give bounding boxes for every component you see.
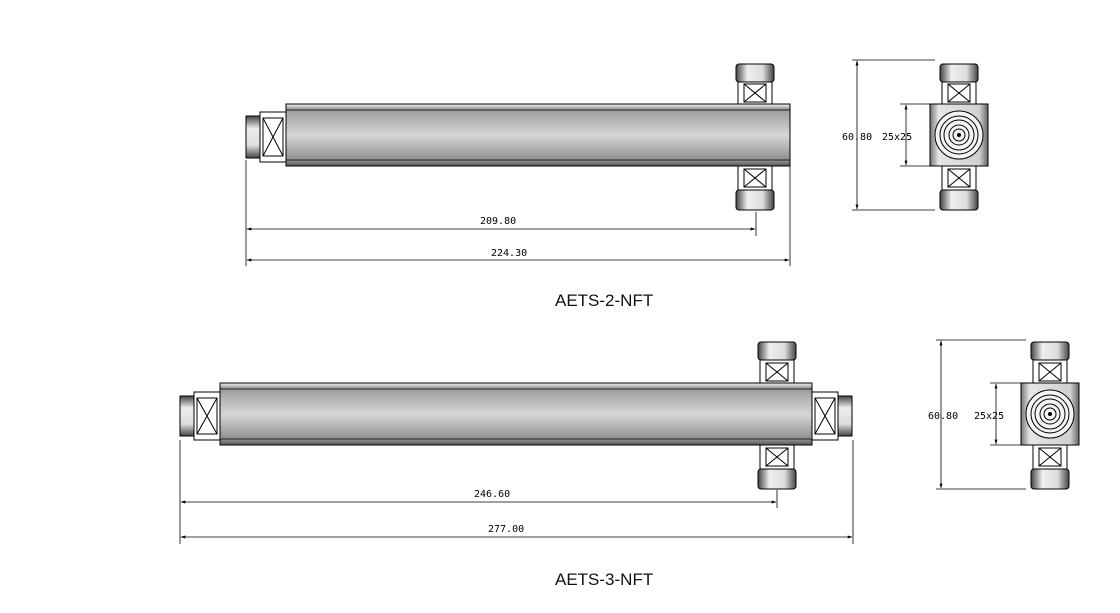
dim-total-length: 224.30 [491,248,527,259]
drawing-aets-2-nft: 209.80 224.30 [245,59,989,310]
side-view [936,339,1080,490]
dim-inner-length: 209.80 [480,216,516,227]
side-view [852,59,989,211]
splitter-body [285,103,791,167]
model-caption: AETS-2-NFT [555,291,653,310]
dim-height: 60.80 [928,411,958,422]
dimension-lines [179,440,854,544]
dim-section: 25x25 [974,411,1004,422]
dimension-lines [245,160,791,266]
output-connector-bottom-icon [735,165,775,211]
dim-inner-length: 246.60 [474,489,510,500]
output-connector-right-icon [811,391,853,441]
input-connector-icon [179,391,221,441]
splitter-body [219,382,813,446]
dim-total-length: 277.00 [488,524,524,535]
drawing-aets-3-nft: 246.60 277.00 [179,339,1080,589]
input-connector-icon [245,111,287,163]
dim-section: 25x25 [882,132,912,143]
output-connector-top-icon [735,63,775,105]
model-caption: AETS-3-NFT [555,570,653,589]
output-connector-bottom-icon [757,444,797,490]
output-connector-top-icon [757,341,797,384]
dim-height: 60.80 [842,132,872,143]
